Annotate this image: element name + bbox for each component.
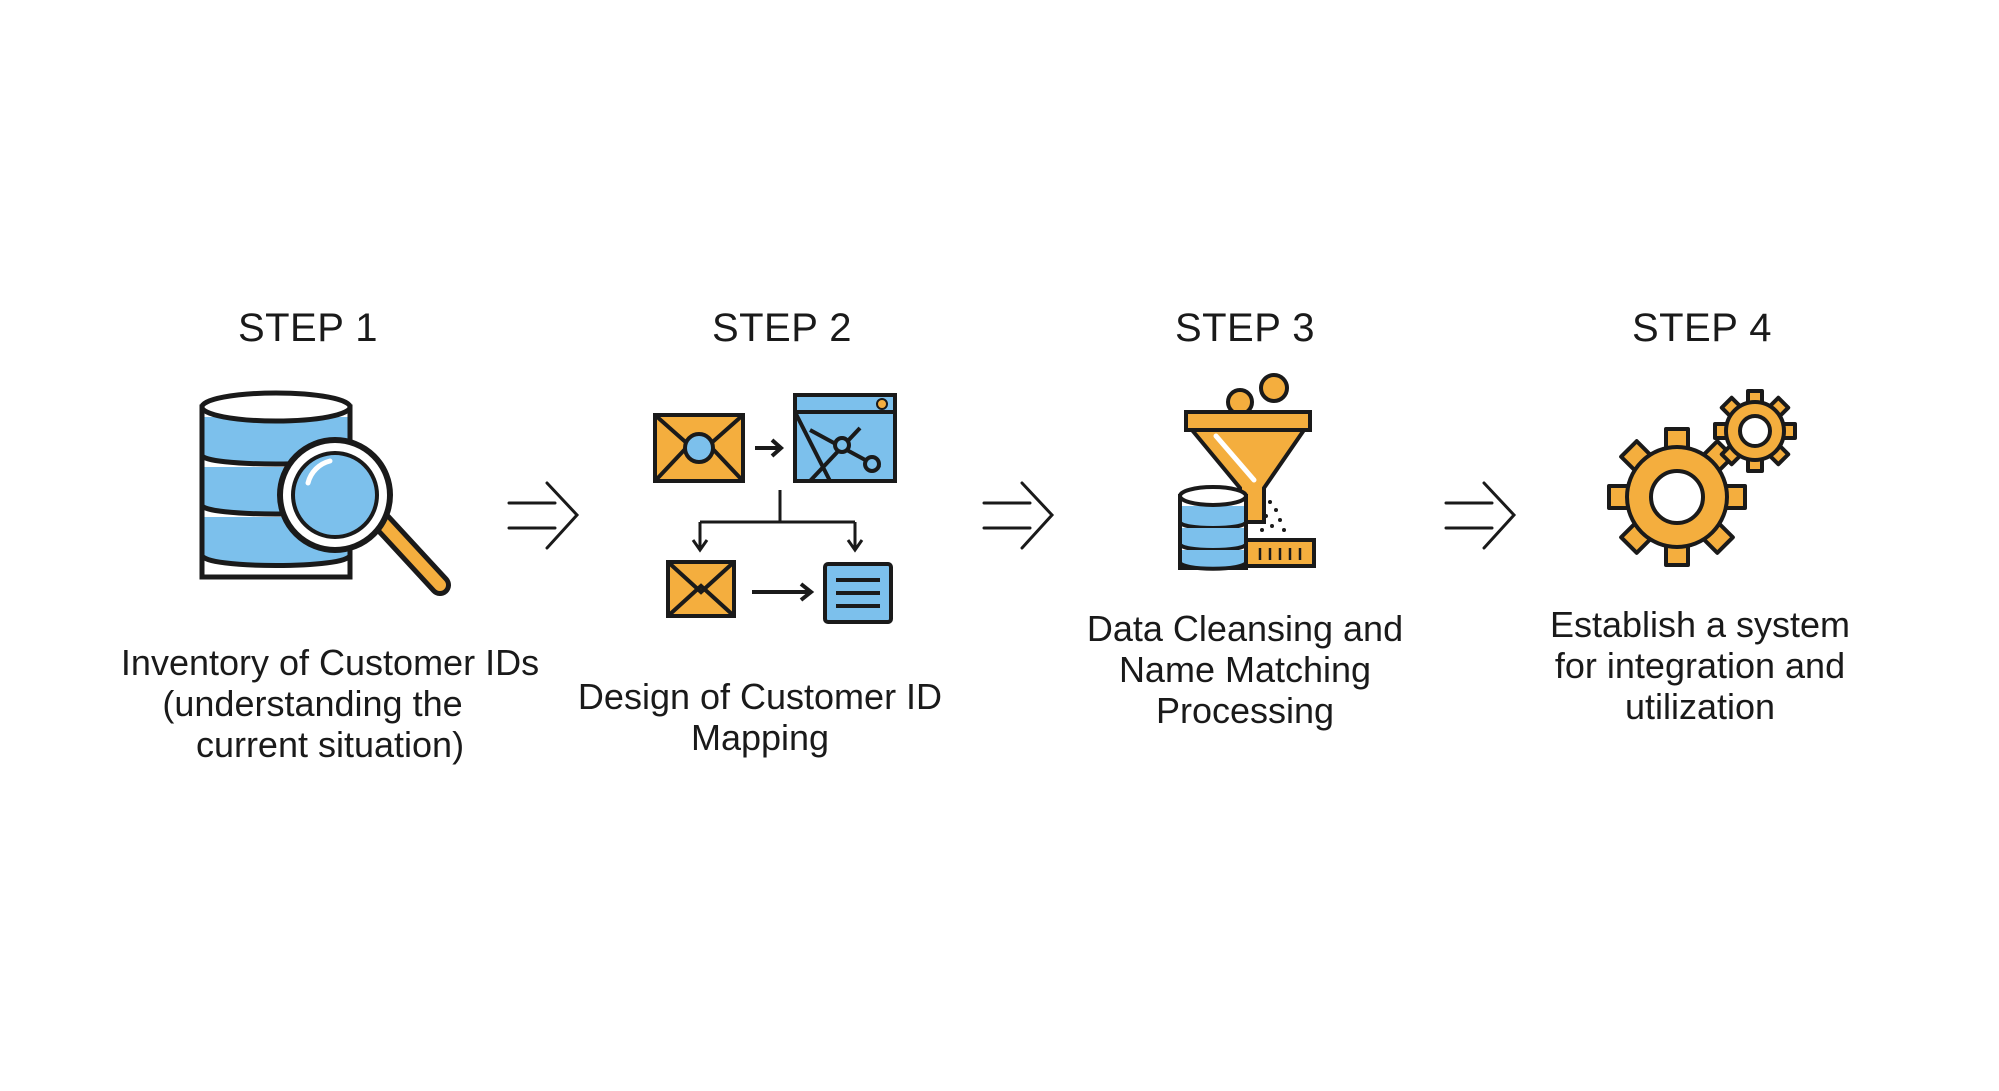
step-1-label: Inventory of Customer IDs (understanding… — [110, 642, 550, 765]
step-3-label: Data Cleansing and Name Matching Process… — [1060, 608, 1430, 731]
step-2-label: Design of Customer ID Mapping — [520, 676, 1000, 758]
step-4-label-line-3: utilization — [1624, 686, 1776, 727]
arrow-right-icon — [982, 481, 1055, 550]
gears-icon — [1607, 389, 1797, 567]
step-3-label-line-3: Processing — [1155, 690, 1335, 731]
step-1-title: STEP 1 — [237, 306, 379, 350]
funnel-cleansing-icon — [1178, 373, 1316, 571]
step-4-label-line-2: for integration and — [1554, 645, 1846, 686]
step-1-label-line-1: Inventory of Customer IDs — [120, 642, 540, 683]
step-4-label-line-1: Establish a system — [1549, 604, 1851, 645]
step-2-title: STEP 2 — [711, 306, 853, 350]
step-3-title: STEP 3 — [1174, 306, 1316, 350]
step-4-title: STEP 4 — [1631, 306, 1773, 350]
arrow-right-icon — [1444, 481, 1517, 550]
step-2-label-line-1: Design of Customer ID Mapping — [577, 676, 943, 758]
step-1-label-line-3: current situation) — [195, 724, 465, 765]
step-4-label: Establish a system for integration and u… — [1520, 604, 1880, 727]
step-1-label-line-2: (understanding the — [162, 683, 463, 724]
database-search-icon — [199, 390, 451, 596]
step-3-label-line-1: Data Cleansing and — [1086, 608, 1404, 649]
arrow-right-icon — [507, 481, 580, 550]
step-3-label-line-2: Name Matching — [1118, 649, 1372, 690]
mapping-icon — [653, 393, 897, 624]
